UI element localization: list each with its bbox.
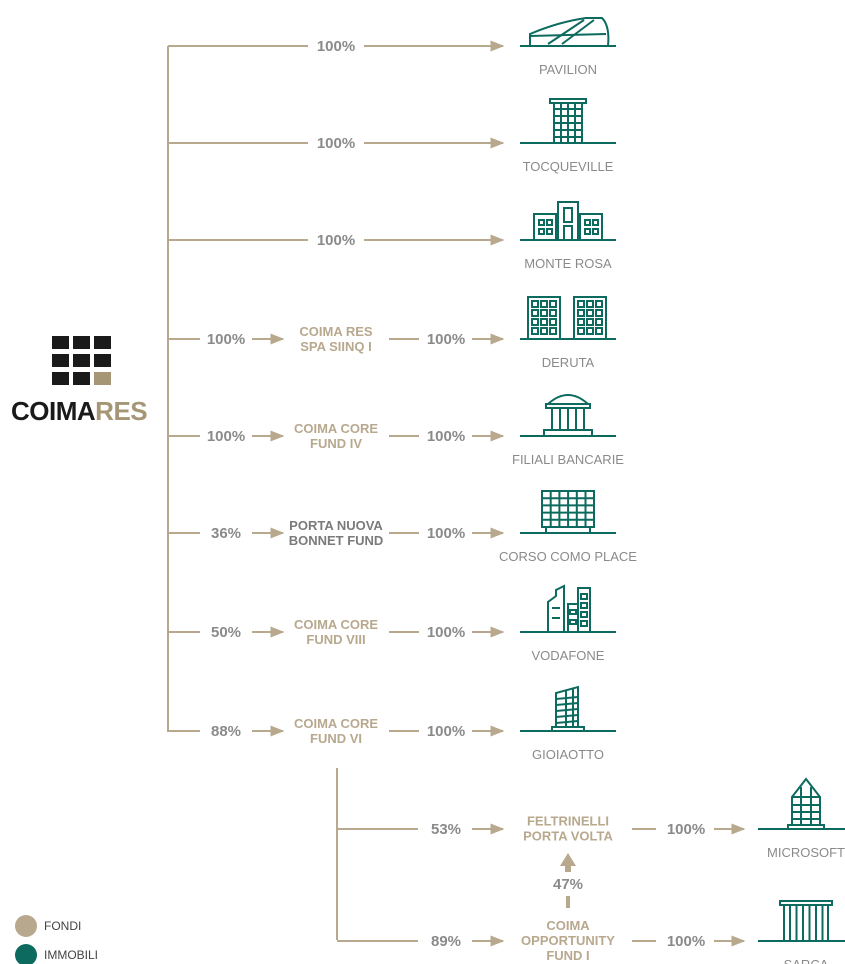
fund-name: COIMA CORE xyxy=(294,617,378,632)
stepped-towers-icon xyxy=(520,584,616,633)
fund-name: COIMA RES xyxy=(299,324,373,339)
building-name: MICROSOFT xyxy=(767,845,845,860)
fund-name: FELTRINELLI xyxy=(527,814,609,829)
ownership-rows: 100% PAVILION 100% TOCQUEVILLE 100% MONTE ROS… xyxy=(168,17,637,762)
ownership-row: 100% MONTE ROSA xyxy=(168,201,616,271)
fund-ownership-percent: 100% xyxy=(667,933,705,950)
up-arrow-icon xyxy=(560,853,576,872)
legend-fondi-label: FONDI xyxy=(44,919,81,933)
legend-immobili-label: IMMOBILI xyxy=(44,948,98,962)
ownership-percent: 53% xyxy=(431,821,461,838)
building-name: MONTE ROSA xyxy=(524,256,612,271)
brand-name: COIMARES xyxy=(11,396,147,426)
twin-buildings-icon xyxy=(520,296,616,340)
building-name: TOCQUEVILLE xyxy=(523,159,614,174)
fund-name: SPA SIINQ I xyxy=(300,339,372,354)
fund-name: FUND IV xyxy=(310,436,362,451)
ownership-percent: 89% xyxy=(431,933,461,950)
pavilion-icon xyxy=(520,17,616,47)
fund-name: BONNET FUND xyxy=(289,533,384,548)
ownership-percent: 100% xyxy=(207,331,245,348)
fund-ownership-percent: 100% xyxy=(427,624,465,641)
fund-name: COIMA CORE xyxy=(294,421,378,436)
fund-name: FUND VI xyxy=(310,731,362,746)
bank-icon xyxy=(520,394,616,437)
fund-name: OPPORTUNITY xyxy=(521,933,615,948)
ownership-percent: 88% xyxy=(211,723,241,740)
building-name: GIOIAOTTO xyxy=(532,747,604,762)
fund-name: FUND VIII xyxy=(306,632,365,647)
legend-fondi-swatch xyxy=(15,915,37,937)
fund-ownership-percent: 100% xyxy=(427,428,465,445)
ownership-row: 100% TOCQUEVILLE xyxy=(168,98,616,174)
legend-immobili-swatch xyxy=(15,944,37,964)
building-name: CORSO COMO PLACE xyxy=(499,549,637,564)
glass-pyramid-building-icon xyxy=(758,777,845,830)
fund-ownership-percent: 100% xyxy=(427,525,465,542)
ownership-percent: 50% xyxy=(211,624,241,641)
fund-name: PORTA NUOVA xyxy=(289,518,383,533)
fund-name: FUND I xyxy=(546,948,589,963)
fund-ownership-percent: 100% xyxy=(427,331,465,348)
fund-ownership-percent: 100% xyxy=(427,723,465,740)
building-name: VODAFONE xyxy=(532,648,605,663)
building-name: FILIALI BANCARIE xyxy=(512,452,624,467)
fund-name: COIMA CORE xyxy=(294,716,378,731)
ownership-percent: 100% xyxy=(317,232,355,249)
fund-ownership-percent: 100% xyxy=(667,821,705,838)
building-name: DERUTA xyxy=(542,355,595,370)
slim-tower-icon xyxy=(520,685,616,732)
columns-building-icon xyxy=(758,900,845,942)
ownership-percent: 100% xyxy=(207,428,245,445)
ownership-percent: 100% xyxy=(317,38,355,55)
fund-name: PORTA VOLTA xyxy=(523,829,613,844)
building-name: SARCA xyxy=(784,957,829,964)
cross-connector xyxy=(566,896,570,908)
cross-holding: 47% xyxy=(553,853,583,908)
ownership-row: 100% PAVILION xyxy=(168,17,616,77)
office-complex-icon xyxy=(520,201,616,241)
fund-name: COIMA xyxy=(546,918,590,933)
ownership-percent: 36% xyxy=(211,525,241,542)
building-name: PAVILION xyxy=(539,62,597,77)
logo-grid-icon xyxy=(52,336,111,385)
grid-building-icon xyxy=(520,490,616,534)
cross-holding-percent: 47% xyxy=(553,876,583,893)
ownership-percent: 100% xyxy=(317,135,355,152)
legend: FONDI IMMOBILI xyxy=(15,915,98,964)
coimares-logo: COIMARES xyxy=(11,336,148,426)
tower-icon xyxy=(520,98,616,144)
